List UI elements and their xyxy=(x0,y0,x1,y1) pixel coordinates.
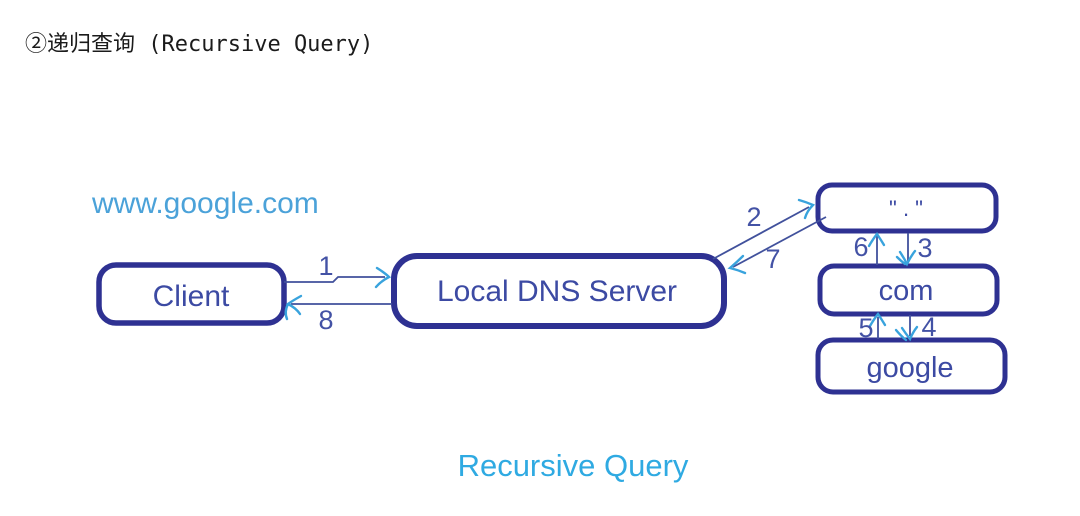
arrow-7-head-icon xyxy=(727,254,747,275)
arrow-6-label: 6 xyxy=(853,232,868,262)
arrow-2-label: 2 xyxy=(746,202,761,232)
arrow-4-label: 4 xyxy=(921,312,936,342)
arrow-7-line xyxy=(732,216,827,268)
arrow-step-6: 6 xyxy=(853,231,886,265)
root-server-node: " . " xyxy=(815,182,999,234)
arrow-5-label: 5 xyxy=(858,313,873,343)
caption-label: Recursive Query xyxy=(458,448,689,483)
client-label: Client xyxy=(153,280,230,313)
root-server-box xyxy=(815,182,999,234)
local-dns-label: Local DNS Server xyxy=(437,275,677,308)
page-title: ②递归查询 (Recursive Query) xyxy=(25,32,373,57)
arrow-1-head-icon xyxy=(374,266,392,289)
arrow-2-line xyxy=(712,206,810,260)
arrow-5-head-icon xyxy=(868,311,887,328)
google-server-label: google xyxy=(866,352,953,384)
arrow-step-1: 1 xyxy=(284,251,392,289)
arrow-step-3: 3 xyxy=(895,233,933,267)
local-dns-box xyxy=(391,253,727,329)
arrow-3-head-icon xyxy=(895,249,917,267)
arrow-8-head-icon xyxy=(284,294,303,321)
arrow-step-2: 2 xyxy=(712,198,816,260)
arrow-step-7: 7 xyxy=(727,216,827,275)
local-dns-node: Local DNS Server xyxy=(391,253,727,329)
client-node: Client xyxy=(96,262,287,326)
com-server-node: com xyxy=(817,263,1000,317)
arrow-4-head-icon xyxy=(894,325,919,342)
google-server-node: google xyxy=(815,337,1008,395)
google-server-box xyxy=(815,337,1008,395)
arrow-6-head-icon xyxy=(867,231,886,248)
arrow-1-label: 1 xyxy=(318,251,333,281)
arrow-7-label: 7 xyxy=(765,244,780,274)
query-domain-label: www.google.com xyxy=(91,187,319,220)
com-server-label: com xyxy=(879,275,934,307)
arrow-step-8: 8 xyxy=(284,294,392,335)
client-box xyxy=(96,262,287,326)
root-server-label: " . " xyxy=(889,196,923,221)
arrow-step-4: 4 xyxy=(894,312,937,342)
arrow-1-line xyxy=(284,276,385,283)
com-server-box xyxy=(817,263,1000,317)
arrow-3-label: 3 xyxy=(917,233,932,263)
arrow-2-head-icon xyxy=(797,198,816,220)
arrow-8-label: 8 xyxy=(318,305,333,335)
arrow-step-5: 5 xyxy=(858,311,887,343)
